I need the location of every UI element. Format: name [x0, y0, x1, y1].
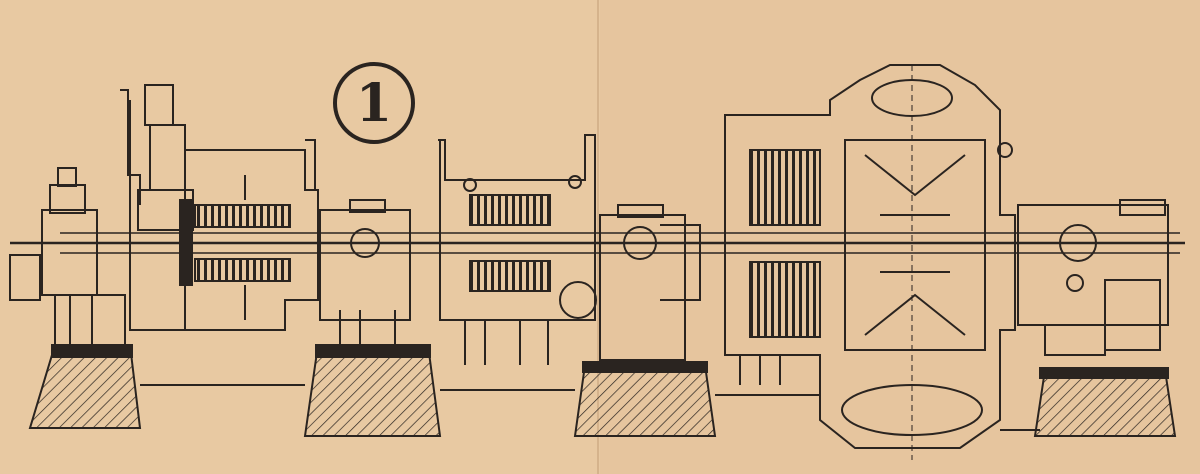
governor-assembly — [120, 84, 194, 331]
foundation-left — [28, 344, 142, 429]
coupling-housing-2 — [599, 204, 701, 361]
foundation-right — [1033, 367, 1177, 437]
foundation-center-left — [303, 344, 442, 437]
low-pressure-cylinder — [724, 64, 1016, 460]
figure-callout-number: 1 — [333, 62, 415, 144]
left-bearing-pedestal — [9, 167, 126, 346]
intermediate-pressure-cylinder — [438, 134, 597, 365]
high-pressure-cylinder — [179, 139, 319, 331]
coupling-housing-1 — [319, 199, 411, 345]
generator-coupling — [997, 142, 1169, 356]
foundation-center-right — [573, 361, 717, 437]
